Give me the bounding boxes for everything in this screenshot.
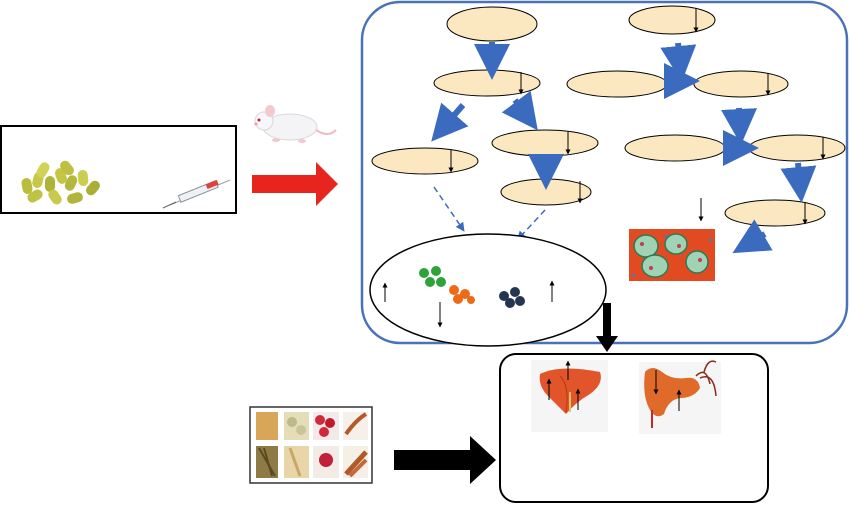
pathway-ellipse-5 [500, 178, 592, 206]
pathway-ellipse-11 [724, 199, 826, 227]
liver-icon [531, 360, 608, 432]
pathway-ellipse-6 [628, 5, 716, 35]
pathway-ellipse-10 [748, 134, 846, 162]
blue-arrows [431, 42, 817, 254]
gut-microbiota-ellipse [369, 233, 607, 347]
pathway-ellipse-9 [624, 134, 726, 162]
adipose-tissue-icon [629, 229, 715, 281]
capsules-icon [21, 160, 100, 205]
pathway-ellipse-3 [371, 147, 479, 175]
pancreas-icon [639, 360, 721, 434]
syringe-icon [162, 179, 231, 209]
pathway-ellipse-4 [491, 129, 599, 157]
pathway-ellipse-1 [446, 6, 538, 42]
black-down-arrow [596, 303, 618, 352]
bacteria-icon [419, 266, 525, 308]
treatment-box [0, 125, 237, 214]
black-right-arrow [394, 436, 496, 484]
red-arrow [252, 162, 338, 206]
herbal-medicine-icon [249, 406, 373, 484]
mouse-icon [254, 105, 337, 143]
pathway-ellipse-7 [566, 70, 668, 98]
pathway-ellipse-2 [433, 69, 541, 97]
pathway-ellipse-8 [693, 70, 789, 98]
dashed-arrows [433, 186, 546, 241]
